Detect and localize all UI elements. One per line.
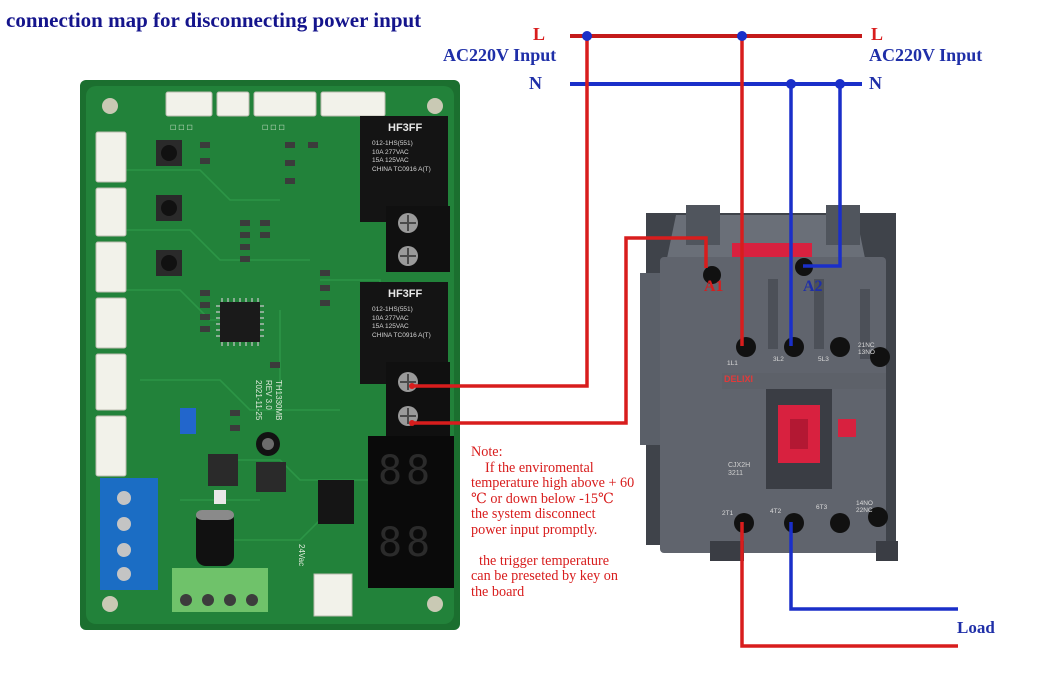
contactor: [640, 205, 898, 561]
note-line: ℃ or down below -15℃: [471, 490, 614, 507]
terminal-label: 5L3: [818, 356, 829, 363]
mount-hole: [102, 596, 118, 612]
supply-label-left: AC220V Input: [443, 45, 557, 65]
note-line: power input promptly.: [471, 521, 598, 538]
supply-marking: 24Vac: [297, 544, 306, 567]
board-marking: TH1330MB REV 3.0 2021-11-25: [254, 380, 283, 421]
display-digit: 8: [378, 520, 403, 566]
diagram-title: connection map for disconnecting power i…: [6, 8, 422, 32]
neutral-label-right: N: [869, 73, 882, 93]
terminal-label: 1L1: [727, 360, 738, 367]
mcu-chip: [220, 302, 260, 342]
seven-segment-display: [368, 436, 454, 588]
coil-label-a1: A1: [704, 278, 724, 295]
mount-hole: [427, 98, 443, 114]
relay-2-brand: HF3FF: [388, 288, 423, 300]
terminal-label: 21NC 13NO: [858, 342, 875, 356]
note-line: If the enviromental: [485, 459, 594, 476]
relay-1-brand: HF3FF: [388, 122, 423, 134]
terminal-label: 3L2: [773, 356, 784, 363]
contactor-model: CJX2H 3211: [728, 462, 751, 477]
mount-hole: [102, 98, 118, 114]
relay-2-specs: 012-1HS(551) 10A 277VAC 15A 125VAC CHINA…: [372, 306, 431, 339]
relay-1-specs: 012-1HS(551) 10A 277VAC 15A 125VAC CHINA…: [372, 140, 431, 173]
display-digit: 8: [406, 448, 431, 494]
note-line: temperature high above + 60: [471, 475, 635, 492]
note-line: can be preseted by key on: [471, 568, 618, 585]
mount-hole: [427, 596, 443, 612]
note-line: the system disconnect: [471, 506, 596, 523]
controller-board: ☐ ☐ ☐ ☐ ☐ ☐: [80, 80, 460, 630]
neutral-label-left: N: [529, 73, 542, 93]
note-heading: Note:: [471, 444, 503, 460]
junction-dot: [786, 79, 796, 89]
note-box: Note: If the enviromental temperature hi…: [471, 444, 641, 600]
display-digit: 8: [406, 520, 431, 566]
svg-text:☐ ☐ ☐: ☐ ☐ ☐: [170, 124, 193, 132]
terminal-label: 6T3: [816, 504, 828, 511]
coil-label-a2: A2: [803, 278, 823, 295]
display-digits: 8 8 8 8: [372, 440, 452, 590]
junction-dot: [835, 79, 845, 89]
terminal-label: 14NO 22NC: [856, 500, 873, 514]
note-line: the trigger temperature: [479, 552, 609, 569]
note-line: the board: [471, 583, 525, 600]
terminal-label: 4T2: [770, 508, 782, 515]
live-label-right: L: [871, 24, 884, 44]
contactor-brand: DELIXI: [724, 374, 754, 384]
load-label: Load: [957, 618, 995, 637]
terminal-label: 2T1: [722, 510, 734, 517]
display-digit: 8: [378, 448, 403, 494]
supply-label-right: AC220V Input: [869, 45, 983, 65]
junction-dot: [582, 31, 592, 41]
junction-dot: [737, 31, 747, 41]
svg-text:☐ ☐ ☐: ☐ ☐ ☐: [262, 124, 285, 132]
live-label-left: L: [533, 24, 546, 44]
